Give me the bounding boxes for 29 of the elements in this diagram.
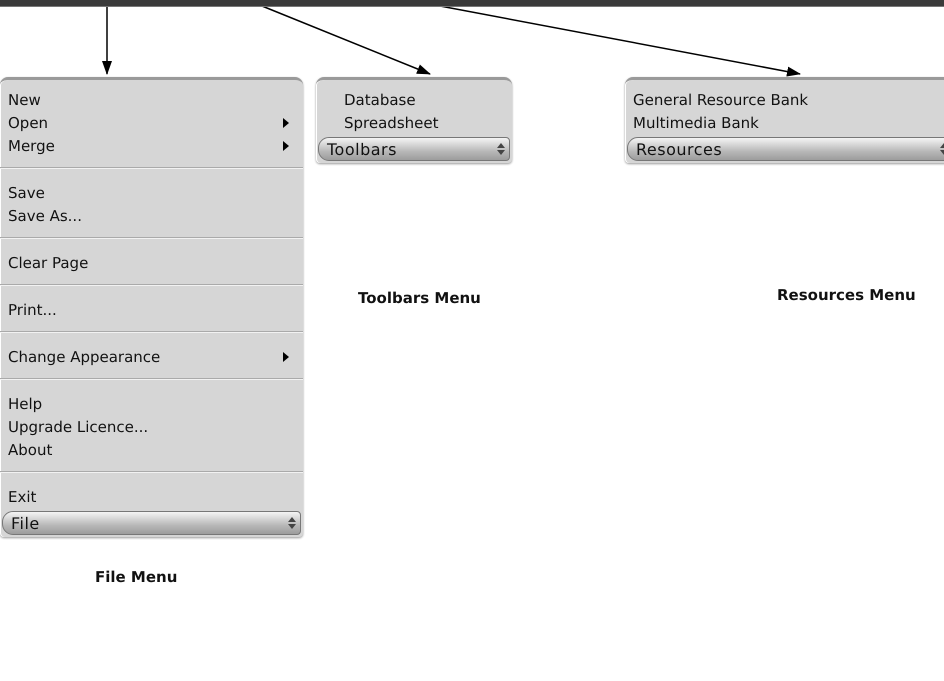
menu-item: Change Appearance bbox=[8, 348, 160, 366]
menu-title: Toolbars bbox=[327, 140, 397, 158]
menu-item: Open bbox=[8, 114, 48, 132]
menu-panel bbox=[0, 77, 303, 537]
menu-panel bbox=[625, 77, 944, 163]
menu-caption: Resources Menu bbox=[777, 286, 916, 304]
arrow bbox=[102, 6, 112, 75]
menu-item: Multimedia Bank bbox=[633, 114, 759, 132]
menu-caption: Toolbars Menu bbox=[358, 289, 481, 307]
menu-item: Upgrade Licence... bbox=[8, 418, 148, 436]
menu-item: Print... bbox=[8, 300, 57, 318]
toolbar-strip bbox=[0, 0, 944, 7]
menu-item: Spreadsheet bbox=[344, 114, 438, 132]
menu-caption: File Menu bbox=[95, 568, 178, 586]
menu-item: Database bbox=[344, 90, 416, 108]
menu-item: Clear Page bbox=[8, 254, 88, 272]
menu-item: Save As... bbox=[8, 206, 82, 224]
menu-title: Resources bbox=[636, 140, 722, 158]
menu-item: Save bbox=[8, 184, 45, 202]
menu-item: Help bbox=[8, 394, 42, 412]
menu-item: General Resource Bank bbox=[633, 90, 808, 108]
arrow bbox=[262, 5, 431, 75]
menu-item: Merge bbox=[8, 136, 55, 154]
menu-panel bbox=[316, 77, 512, 163]
menu-item: Exit bbox=[8, 488, 36, 506]
menu-item: About bbox=[8, 440, 52, 458]
menu-item: New bbox=[8, 90, 41, 108]
menu-title: File bbox=[11, 514, 40, 532]
arrow bbox=[440, 5, 801, 76]
